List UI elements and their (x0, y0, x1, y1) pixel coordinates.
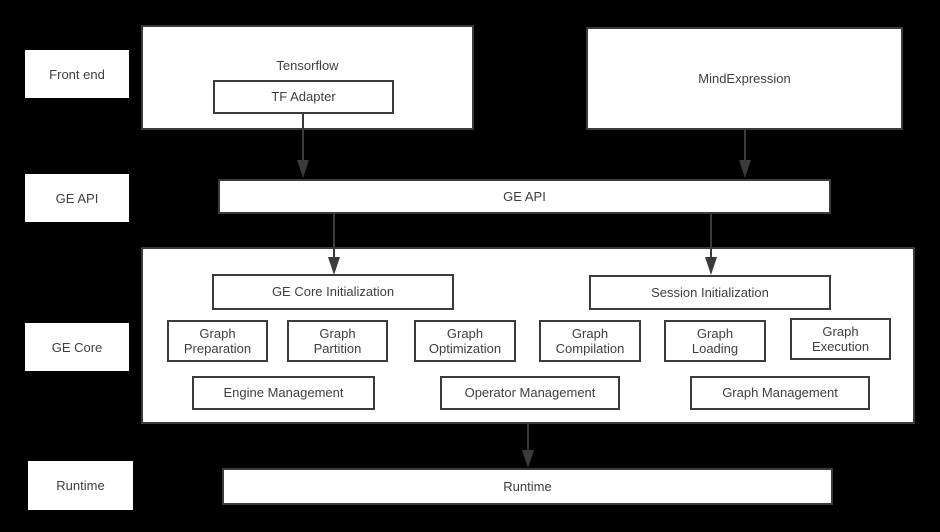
engine-management-label: Engine Management (223, 385, 344, 401)
graph-partition-label: Graph Partition (313, 325, 362, 356)
layer-label-runtime-text: Runtime (56, 478, 105, 493)
layer-label-runtime: Runtime (28, 461, 133, 510)
engine-management-box[interactable]: Engine Management (192, 376, 375, 410)
layer-label-front-end-text: Front end (49, 66, 105, 82)
layer-label-ge-api-text: GE API (55, 190, 99, 206)
ge-api-bar[interactable]: GE API (218, 179, 831, 214)
graph-compilation-label: Graph Compilation (555, 325, 625, 356)
arrow-ge-api-to-ge-core-init (326, 212, 348, 278)
graph-loading-label: Graph Loading (691, 325, 739, 356)
graph-management-label: Graph Management (722, 385, 838, 401)
session-initialization-label: Session Initialization (651, 284, 769, 300)
ge-core-initialization-label: GE Core Initialization (271, 284, 395, 300)
arrow-ge-api-to-session-init (703, 212, 725, 278)
graph-optimization-label: Graph Optimization (428, 325, 502, 356)
ge-core-initialization-box[interactable]: GE Core Initialization (212, 274, 454, 310)
layer-label-ge-core-text: GE Core (51, 339, 103, 355)
runtime-bar[interactable]: Runtime (222, 468, 833, 505)
operator-management-box[interactable]: Operator Management (440, 376, 620, 410)
graph-management-box[interactable]: Graph Management (690, 376, 870, 410)
runtime-bar-label: Runtime (503, 478, 552, 494)
arrow-tf-adapter-to-ge-api (295, 112, 317, 182)
tf-adapter-label: TF Adapter (271, 89, 336, 105)
graph-execution-label: Graph Execution (811, 323, 870, 354)
graph-preparation-box[interactable]: Graph Preparation (167, 320, 268, 362)
graph-preparation-label: Graph Preparation (183, 325, 252, 356)
tensorflow-title: Tensorflow (276, 58, 339, 73)
layer-label-ge-api: GE API (25, 174, 129, 222)
arrow-mindexpression-to-ge-api (737, 128, 759, 182)
ge-api-bar-label: GE API (503, 188, 546, 204)
layer-label-ge-core: GE Core (25, 323, 129, 371)
operator-management-label: Operator Management (464, 385, 596, 401)
graph-compilation-box[interactable]: Graph Compilation (539, 320, 641, 362)
tf-adapter-box[interactable]: TF Adapter (213, 80, 394, 114)
layer-label-front-end: Front end (25, 50, 129, 98)
graph-optimization-box[interactable]: Graph Optimization (414, 320, 516, 362)
graph-loading-box[interactable]: Graph Loading (664, 320, 766, 362)
graph-execution-box[interactable]: Graph Execution (790, 318, 891, 360)
mindexpression-box[interactable]: MindExpression (586, 27, 903, 130)
mindexpression-label: MindExpression (698, 70, 791, 86)
arrow-ge-core-to-runtime (520, 422, 542, 470)
session-initialization-box[interactable]: Session Initialization (589, 275, 831, 310)
graph-partition-box[interactable]: Graph Partition (287, 320, 388, 362)
